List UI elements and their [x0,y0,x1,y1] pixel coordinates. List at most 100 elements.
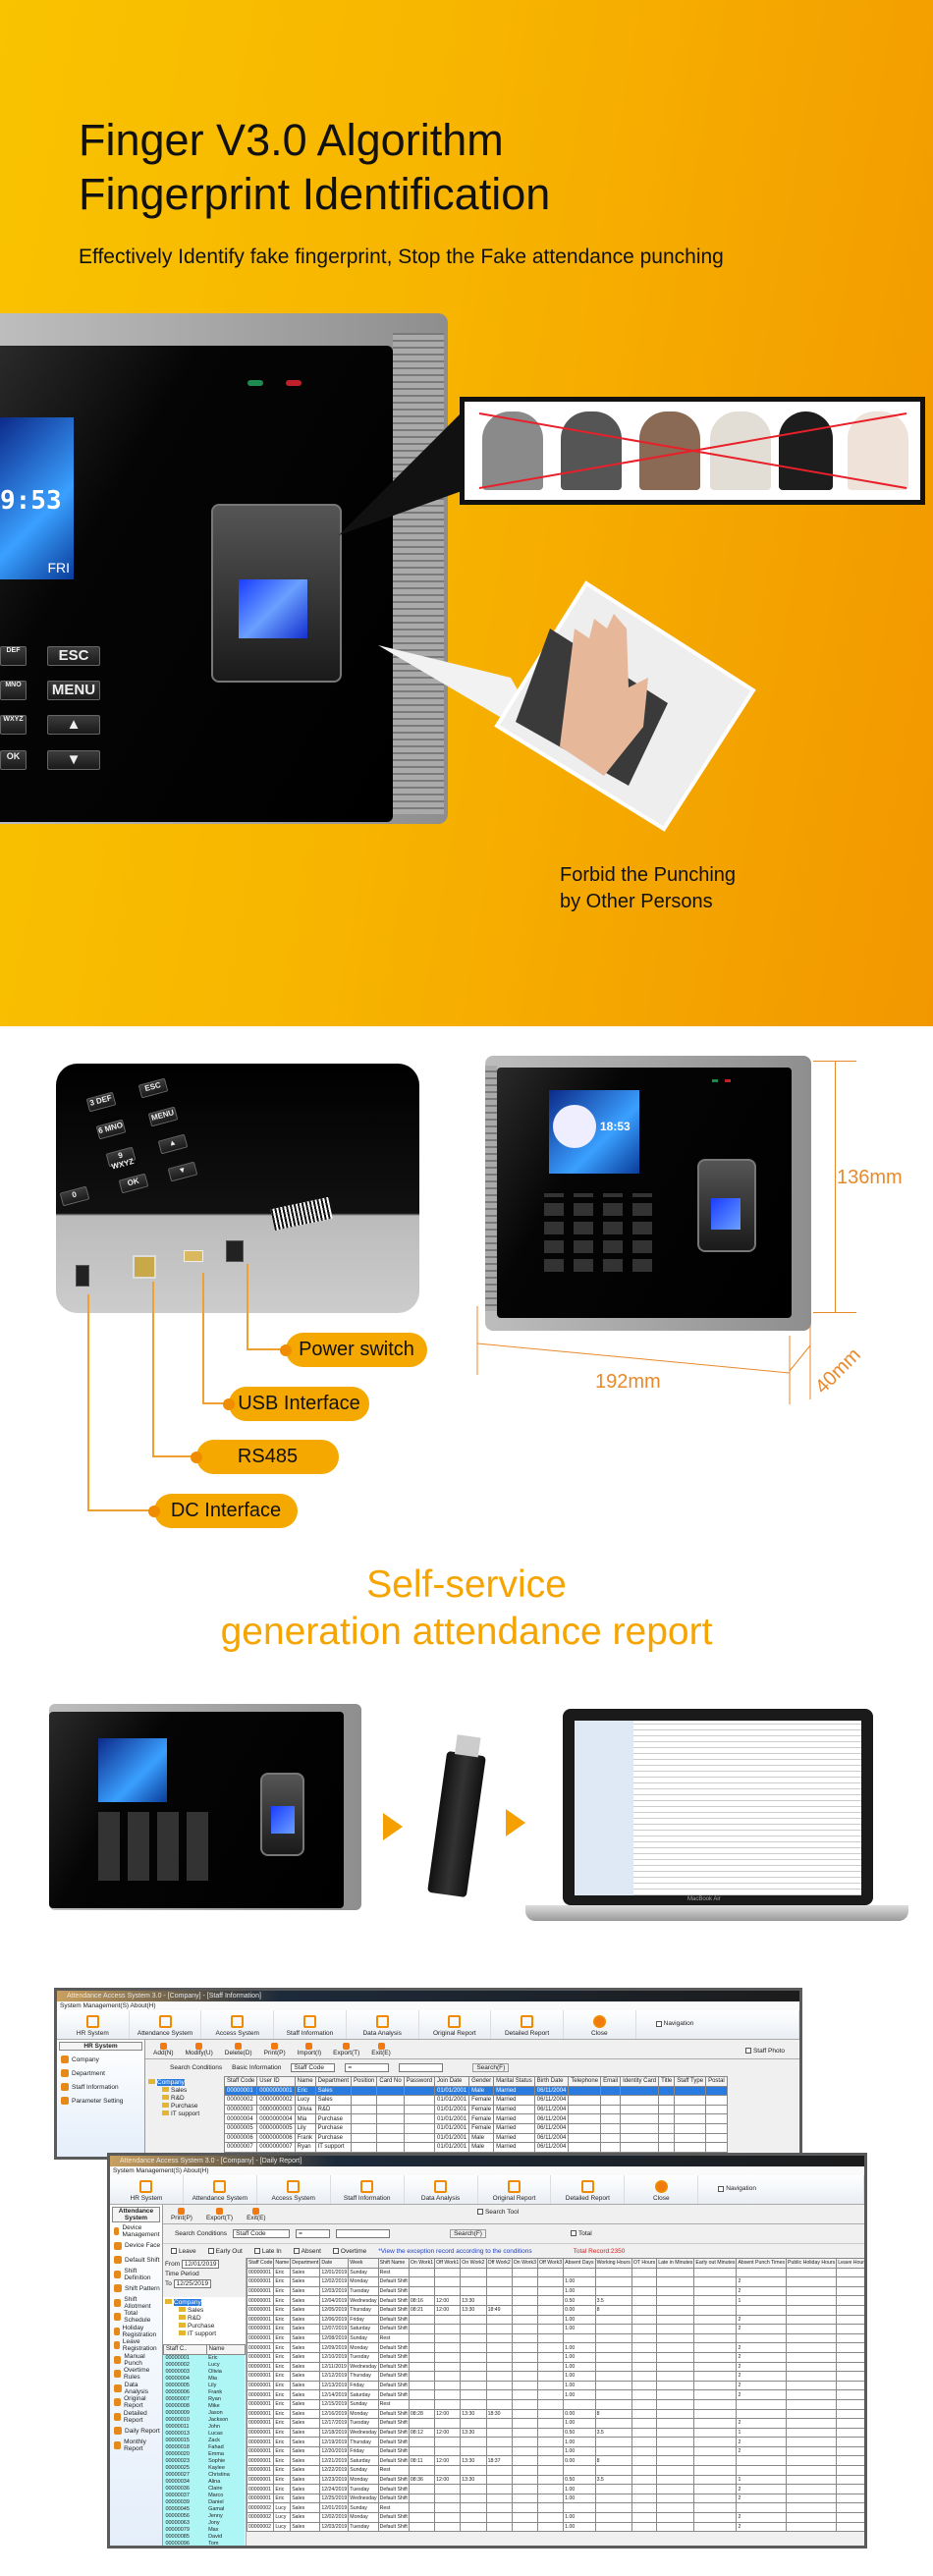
menu-bar[interactable]: System Management(S) About(H) [57,2001,799,2010]
sidebar-item-device-face[interactable]: Device Face [110,2239,162,2254]
toolbar-hr-system[interactable]: HR System [110,2175,184,2204]
column-header[interactable]: Off Work1 [434,2258,462,2269]
tree-node-company[interactable]: Company [148,2079,221,2087]
sidebar-item-department[interactable]: Department [57,2066,144,2080]
to-date-picker[interactable]: 12/25/2019 [173,2279,212,2288]
sidebar-item-detailed-report[interactable]: Detailed Report [110,2410,162,2425]
tree-node-sales[interactable]: Sales [165,2307,244,2315]
column-header[interactable]: Department [314,2076,353,2087]
toolbar-staff-information[interactable]: Staff Information [331,2175,405,2204]
action-modify-u[interactable]: Modify(U) [186,2042,213,2056]
operator-select[interactable]: = [345,2063,390,2072]
total-checkbox[interactable]: Total [570,2230,592,2237]
sidebar-item-company[interactable]: Company [57,2053,144,2066]
toolbar-detailed-report[interactable]: Detailed Report [491,2010,564,2039]
sidebar-item-shift-pattern[interactable]: Shift Pattern [110,2281,162,2296]
column-header[interactable]: Name [294,2076,316,2087]
column-header[interactable]: Gender [468,2076,495,2087]
column-header[interactable]: Marital Status [493,2076,535,2087]
column-header[interactable]: Late in Minutes [656,2258,695,2269]
search-button[interactable]: Search(F) [450,2229,486,2238]
sidebar-item-manual-punch[interactable]: Manual Punch [110,2353,162,2368]
column-header[interactable]: Early out Minutes [693,2258,738,2269]
action-exit-e[interactable]: Exit(E) [371,2042,391,2056]
action-print-p[interactable]: Print(P) [171,2207,192,2221]
sidebar-item-daily-report[interactable]: Daily Report [110,2424,162,2439]
sidebar-item-default-shift[interactable]: Default Shift [110,2253,162,2268]
field-select[interactable]: Staff Code [291,2063,336,2072]
toolbar-attendance-system[interactable]: Attendance System [130,2010,202,2039]
sidebar-item-data-analysis[interactable]: Data Analysis [110,2382,162,2396]
toolbar-data-analysis[interactable]: Data Analysis [405,2175,478,2204]
search-input[interactable] [399,2063,444,2072]
search-tool-checkbox[interactable]: Search Tool [476,2209,519,2216]
column-header[interactable]: Off Work3 [536,2258,565,2269]
tree-node-company[interactable]: Company [164,2299,244,2307]
sidebar-item-monthly-report[interactable]: Monthly Report [110,2439,162,2453]
column-header[interactable]: Off Work2 [485,2258,513,2269]
toolbar-attendance-system[interactable]: Attendance System [184,2175,257,2204]
column-header[interactable]: Public Holiday Hours [786,2258,838,2269]
tree-node-it-support[interactable]: IT support [148,2110,221,2118]
column-header[interactable]: Week [348,2258,379,2269]
action-export-t[interactable]: Export(T) [206,2207,233,2221]
tree-node-purchase[interactable]: Purchase [165,2323,244,2330]
tree-node-r-d[interactable]: R&D [165,2315,244,2323]
menu-bar[interactable]: System Management(S) About(H) [110,2166,864,2175]
toolbar-data-analysis[interactable]: Data Analysis [347,2010,419,2039]
tree-node-sales[interactable]: Sales [148,2087,221,2095]
column-header[interactable]: Absent Days [563,2258,596,2269]
toolbar-original-report[interactable]: Original Report [419,2010,492,2039]
sidebar-item-overtime-rules[interactable]: Overtime Rules [110,2367,162,2382]
column-header[interactable]: Telephone [568,2076,602,2087]
action-exit-e[interactable]: Exit(E) [247,2207,266,2221]
filter-overtime[interactable]: Overtime [332,2248,366,2255]
column-header[interactable]: Department [290,2258,321,2269]
toolbar-original-report[interactable]: Original Report [478,2175,552,2204]
action-export-t[interactable]: Export(T) [333,2042,359,2056]
sidebar-item-total-schedule[interactable]: Total Schedule [110,2310,162,2325]
column-header[interactable]: On Work3 [511,2258,539,2269]
from-date-picker[interactable]: 12/01/2019 [181,2260,220,2269]
toolbar-access-system[interactable]: Access System [201,2010,275,2039]
column-header[interactable]: OT Hours [631,2258,658,2269]
toolbar-staff-information[interactable]: Staff Information [274,2010,347,2039]
sidebar-item-holiday-registration[interactable]: Holiday Registration [110,2325,162,2339]
